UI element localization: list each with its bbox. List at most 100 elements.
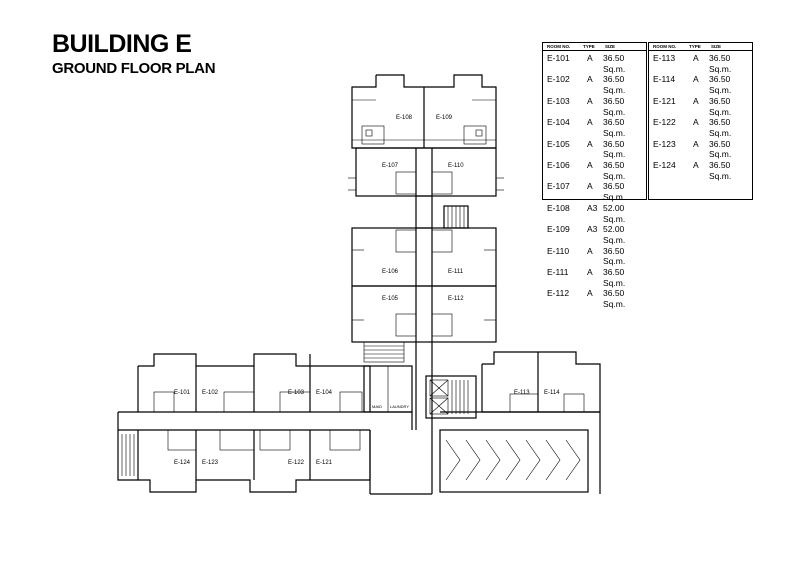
col-type: TYPE: [583, 44, 595, 49]
room-type: A: [587, 117, 593, 128]
parking-area: [439, 429, 589, 493]
room-type: A: [693, 95, 699, 106]
col-type: TYPE: [689, 44, 701, 49]
room-size: 36.50 Sq.m.: [603, 267, 626, 288]
north-top-block: [351, 74, 497, 149]
room-no: E-110: [547, 245, 570, 256]
room-no: E-113: [653, 53, 676, 63]
central-stair: [415, 195, 469, 229]
room-type: A: [587, 138, 593, 149]
room-size: 52.00 Sq.m.: [603, 224, 626, 245]
west-corridor: [117, 411, 413, 481]
room-type: A: [693, 160, 699, 171]
room-label: E-106: [382, 269, 399, 275]
room-no: E-106: [547, 160, 570, 171]
room-size: 52.00 Sq.m.: [603, 202, 626, 224]
room-size: 36.50 Sq.m.: [709, 160, 732, 181]
room-no: E-122: [653, 117, 676, 128]
middle-block-lower: [351, 285, 497, 343]
room-size: 36.50 Sq.m.: [603, 117, 626, 138]
col-size: SIZE: [605, 44, 616, 49]
room-no: E-104: [547, 117, 570, 128]
room-label: E-124: [174, 460, 191, 466]
schedule-row: E-102 A 36.50 Sq.m.: [543, 74, 646, 95]
west-wing-lower: [137, 429, 433, 495]
schedule-header: ROOM NO. TYPE SIZE: [649, 43, 752, 51]
room-size: 36.50 Sq.m.: [709, 138, 732, 160]
room-size: 36.50 Sq.m.: [603, 53, 626, 74]
room-type: A: [587, 160, 593, 171]
schedule-row: E-107 A 36.50 Sq.m.: [543, 181, 646, 202]
schedule-row: E-124 A 36.50 Sq.m.: [649, 160, 752, 181]
room-label: E-101: [174, 390, 191, 396]
col-room-no: ROOM NO.: [547, 44, 571, 49]
room-type: A: [587, 181, 593, 192]
room-size: 36.50 Sq.m.: [709, 117, 732, 138]
room-label: E-121: [316, 460, 333, 466]
room-label: E-107: [382, 163, 399, 169]
room-type: A: [693, 138, 699, 149]
central-corridor: [363, 341, 433, 430]
room-label: E-112: [448, 296, 464, 302]
room-label: E-111: [448, 269, 464, 275]
lift-lobby: [425, 375, 477, 419]
room-type: A: [693, 53, 699, 63]
room-label: E-123: [202, 460, 219, 466]
east-wing: [440, 351, 601, 494]
schedule-row: E-108 A3 52.00 Sq.m.: [543, 203, 646, 224]
room-size: 36.50 Sq.m.: [603, 74, 626, 96]
room-type: A: [587, 53, 593, 63]
room-no: E-114: [653, 74, 676, 85]
room-no: E-105: [547, 138, 570, 149]
page-subtitle: GROUND FLOOR PLAN: [52, 60, 216, 77]
room-type: A3: [587, 224, 598, 235]
room-label: E-122: [288, 460, 305, 466]
room-size: 36.50 Sq.m.: [709, 74, 732, 96]
room-size: 36.50 Sq.m.: [603, 245, 626, 267]
schedule-row: E-122 A 36.50 Sq.m.: [649, 117, 752, 138]
room-label: E-114: [544, 390, 560, 396]
room-no: E-107: [547, 181, 570, 192]
room-type: A: [587, 267, 593, 278]
room-type: A: [693, 117, 699, 128]
col-room-no: ROOM NO.: [653, 44, 677, 49]
laundry-label: LAUNDRY: [390, 404, 409, 409]
room-type: A3: [587, 202, 598, 213]
schedule-row: E-113 A 36.50 Sq.m.: [649, 53, 752, 74]
room-type: A: [587, 95, 593, 106]
schedule-header: ROOM NO. TYPE SIZE: [543, 43, 646, 51]
room-no: E-103: [547, 95, 570, 106]
schedule-row: E-111 A 36.50 Sq.m.: [543, 267, 646, 288]
room-no: E-123: [653, 138, 676, 149]
room-no: E-112: [547, 288, 570, 299]
room-type: A: [693, 74, 699, 85]
room-no: E-101: [547, 53, 570, 63]
room-label: E-110: [448, 163, 464, 169]
room-label: E-109: [436, 115, 453, 121]
room-size: 36.50 Sq.m.: [603, 181, 626, 203]
room-type: A: [587, 74, 593, 85]
room-size: 36.50 Sq.m.: [709, 53, 732, 74]
room-no: E-102: [547, 74, 570, 85]
room-label: E-113: [514, 390, 530, 396]
room-no: E-108: [547, 202, 570, 213]
room-no: E-121: [653, 95, 676, 106]
schedule-row: E-101 A 36.50 Sq.m.: [543, 53, 646, 74]
room-size: 36.50 Sq.m.: [709, 95, 732, 117]
schedule-row: E-121 A 36.50 Sq.m.: [649, 96, 752, 117]
schedule-row: E-123 A 36.50 Sq.m.: [649, 139, 752, 160]
room-size: 36.50 Sq.m.: [603, 288, 626, 310]
middle-block-upper: [351, 227, 497, 287]
north-second-block: [348, 147, 504, 197]
room-label: E-102: [202, 390, 219, 396]
room-no: E-124: [653, 160, 676, 171]
room-no: E-111: [547, 267, 569, 278]
